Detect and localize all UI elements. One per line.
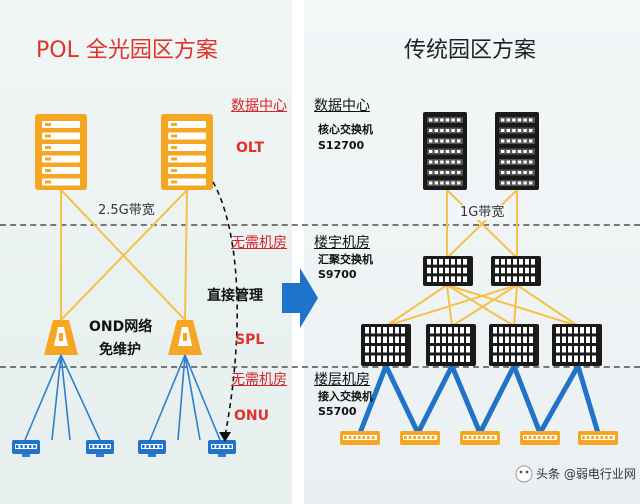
access-edge-links	[357, 363, 601, 436]
access-switch-name: 接入交换机	[318, 390, 373, 403]
maintenance-free-label: 免维护	[99, 342, 141, 358]
direct-management-path	[212, 181, 238, 437]
spl-label: SPL	[235, 332, 265, 348]
zone-divider-2	[0, 366, 640, 368]
access-switch	[489, 324, 539, 366]
edge-switch	[400, 431, 440, 445]
edge-switch	[340, 431, 380, 445]
pol-drop-fibers	[24, 354, 221, 441]
access-switch	[552, 324, 602, 366]
core-switch-name: 核心交换机	[318, 123, 373, 136]
access-switch	[361, 324, 411, 366]
traditional-title: 传统园区方案	[404, 38, 537, 63]
zone-datacenter-pol: 数据中心	[231, 98, 287, 114]
core-switches	[423, 112, 539, 190]
core-switch-model: S12700	[318, 139, 365, 152]
agg-switch-model: S9700	[318, 268, 357, 281]
olt-server-left	[35, 114, 87, 190]
traditional-bandwidth-label: 1G带宽	[457, 205, 508, 220]
pol-fiber-links	[60, 189, 188, 321]
onu-device	[138, 440, 166, 457]
olt-label: OLT	[236, 140, 265, 156]
onu-device	[86, 440, 114, 457]
splitter-left	[44, 320, 78, 355]
zone-no-room-2: 无需机房	[231, 372, 287, 388]
agg-switch-name: 汇聚交换机	[318, 253, 373, 266]
pol-bandwidth-label: 2.5G带宽	[95, 203, 158, 218]
access-switch-model: S5700	[318, 405, 357, 418]
pol-title: POL 全光园区方案	[36, 38, 218, 63]
zone-datacenter-traditional: 数据中心	[314, 98, 370, 114]
core-switch	[423, 112, 467, 190]
edge-switches	[340, 431, 618, 445]
core-agg-links	[446, 189, 518, 259]
aggregation-switches	[423, 256, 541, 286]
edge-switch	[578, 431, 618, 445]
onu-label: ONU	[234, 408, 269, 424]
watermark-text: 头条 @弱电行业网	[536, 467, 636, 481]
zone-floor-room: 楼层机房	[314, 372, 370, 388]
zone-no-room-1: 无需机房	[231, 235, 287, 251]
aggregation-switch	[423, 256, 473, 286]
olt-server-right	[161, 114, 213, 190]
aggregation-switch	[491, 256, 541, 286]
zone-divider-1	[0, 224, 640, 226]
zone-building-room: 楼宇机房	[314, 235, 370, 251]
ond-network-label: OND网络	[89, 319, 153, 335]
watermark-icon	[515, 465, 533, 483]
onu-device	[12, 440, 40, 457]
splitter-right	[168, 320, 202, 355]
onu-devices	[12, 440, 236, 457]
access-switch	[426, 324, 476, 366]
core-switch	[495, 112, 539, 190]
pol-panel-background	[0, 0, 292, 504]
onu-device	[208, 440, 236, 457]
direct-management-label: 直接管理	[207, 288, 263, 304]
direct-management-arrowhead	[219, 432, 231, 442]
edge-switch	[460, 431, 500, 445]
access-switches	[361, 324, 602, 366]
edge-switch	[520, 431, 560, 445]
comparison-arrow	[282, 268, 318, 328]
agg-access-links	[385, 284, 579, 327]
